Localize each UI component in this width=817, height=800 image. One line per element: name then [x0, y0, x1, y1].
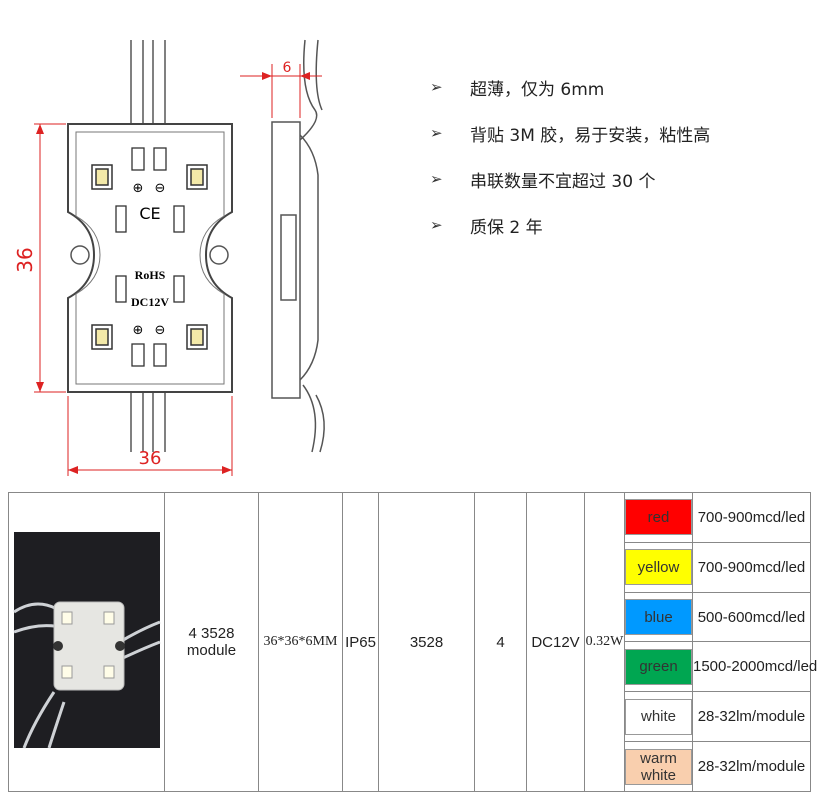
arrow-icon: ➢ — [430, 170, 443, 188]
feature-text: 质保 2 年 — [470, 217, 543, 238]
color-swatch: yellow — [625, 549, 692, 586]
luminance-value: 500-600mcd/led — [692, 591, 811, 643]
thickness-dimension — [240, 64, 322, 118]
arrow-icon: ➢ — [430, 78, 443, 96]
feature-item: ➢ 超薄，仅为 6mm — [430, 64, 710, 110]
ce-mark: CE — [139, 204, 160, 223]
rohs-label: RoHS — [135, 268, 166, 282]
product-photo-cell — [8, 492, 165, 792]
width-dimension — [67, 396, 233, 476]
resistors — [115, 205, 185, 303]
mount-hole-left — [70, 245, 90, 265]
product-photo — [12, 532, 161, 749]
luminance-value: 28-32lm/module — [692, 691, 811, 743]
feature-item: ➢ 质保 2 年 — [430, 202, 710, 248]
module-body — [67, 123, 233, 393]
table-row: green 1500-2000mcd/led — [9, 641, 817, 693]
feature-text: 超薄，仅为 6mm — [470, 79, 605, 100]
color-cell: red — [624, 492, 693, 543]
minus-symbol-bottom: ⊖ — [155, 323, 166, 338]
spec-name: 4 3528 module — [164, 492, 259, 792]
feature-text: 串联数量不宜超过 30 个 — [470, 171, 656, 192]
color-swatch: warm white — [625, 748, 692, 785]
side-view — [271, 39, 325, 453]
color-cell: blue — [624, 591, 693, 643]
spec-voltage: DC12V — [526, 492, 585, 792]
plus-symbol-top: ⊕ — [133, 181, 144, 196]
module-drawing: ⊕ ⊖ CE RoHS DC12V ⊕ ⊖ 36 36 6 — [13, 39, 325, 476]
feature-list: ➢ 超薄，仅为 6mm ➢ 背贴 3M 胶，易于安装，粘性高 ➢ 串联数量不宜超过 3… — [430, 64, 710, 248]
table-row: yellow 700-900mcd/led — [9, 541, 811, 593]
color-swatch: red — [625, 499, 692, 536]
arrow-icon: ➢ — [430, 124, 443, 142]
spec-led-count: 4 — [474, 492, 527, 792]
solder-pads — [131, 147, 167, 367]
color-cell: yellow — [624, 541, 693, 593]
minus-symbol-top: ⊖ — [155, 181, 166, 196]
width-value: 36 — [139, 448, 162, 469]
spec-size: 36*36*6MM — [258, 492, 343, 792]
color-cell: white — [624, 691, 693, 743]
feature-item: ➢ 背贴 3M 胶，易于安装，粘性高 — [430, 110, 710, 156]
luminance-value: 1500-2000mcd/led — [692, 641, 817, 693]
spec-table: 4 3528 module 36*36*6MM IP65 3528 4 DC12… — [8, 492, 817, 792]
height-value: 36 — [13, 247, 37, 272]
table-row: 4 3528 module 36*36*6MM IP65 3528 4 DC12… — [8, 492, 811, 792]
color-cell: green — [624, 641, 693, 693]
spec-led-type: 3528 — [378, 492, 475, 792]
luminance-value: 700-900mcd/led — [692, 541, 811, 593]
plus-symbol-bottom: ⊕ — [133, 323, 144, 338]
color-swatch: green — [625, 648, 692, 685]
mount-hole-right — [209, 245, 229, 265]
led-chips — [91, 164, 208, 350]
spec-ip: IP65 — [342, 492, 379, 792]
height-dimension — [34, 123, 66, 393]
arrow-icon: ➢ — [430, 216, 443, 234]
voltage-label: DC12V — [131, 295, 169, 309]
color-swatch: white — [625, 698, 692, 735]
feature-item: ➢ 串联数量不宜超过 30 个 — [430, 156, 710, 202]
table-row: blue 500-600mcd/led — [9, 591, 811, 643]
thickness-value: 6 — [283, 60, 292, 76]
color-cell: warm white — [624, 741, 693, 792]
color-swatch: blue — [625, 599, 692, 636]
luminance-value: 700-900mcd/led — [692, 492, 811, 543]
spec-power: 0.32W — [584, 492, 625, 792]
luminance-value: 28-32lm/module — [692, 741, 811, 792]
feature-text: 背贴 3M 胶，易于安装，粘性高 — [470, 125, 711, 146]
table-row: warm white 28-32lm/module — [9, 741, 811, 792]
